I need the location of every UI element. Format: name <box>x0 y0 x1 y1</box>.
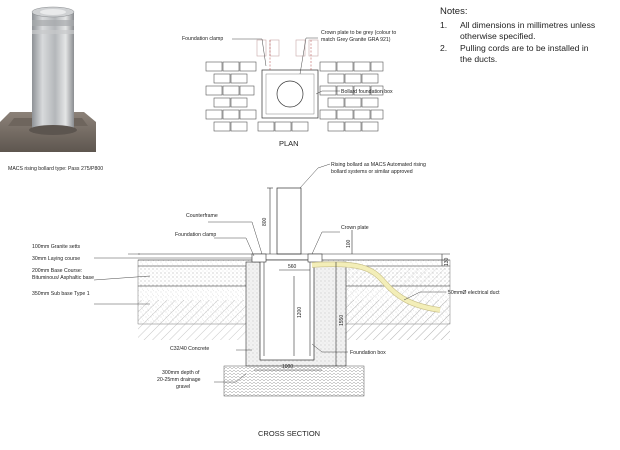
dim-sett-depth: 130 <box>444 257 450 266</box>
granite-setts <box>138 253 450 261</box>
plan-foundation-clamp-label: Foundation clamp <box>182 36 223 42</box>
layer-2-label: 30mm Laying course <box>32 256 80 262</box>
note-2-line2: the ducts. <box>460 54 497 64</box>
bollard-photo <box>0 6 96 152</box>
drainage-line1: 300mm depth of <box>162 370 200 376</box>
section-bollard-post <box>276 187 302 255</box>
dim-bollard-height: 800 <box>262 217 268 226</box>
section-electrical-duct <box>311 262 441 313</box>
bollard-note-line1: Rising bollard as MACS Automated rising <box>331 162 426 168</box>
note-1-line1: All dimensions in millimetres unless <box>460 20 595 30</box>
note-2-number: 2. <box>440 43 447 53</box>
note-1-number: 1. <box>440 20 447 30</box>
notes-block: Notes: 1. All dimensions in millimetres … <box>440 6 595 64</box>
drainage-line3: gravel <box>176 384 190 390</box>
note-2-line1: Pulling cords are to be installed in <box>460 43 589 53</box>
note-1-line2: otherwise specified. <box>460 31 535 41</box>
plan-brick-paving <box>205 39 384 132</box>
cross-section: 800 560 1200 15 <box>93 187 451 397</box>
concrete-label: C32/40 Concrete <box>170 346 209 352</box>
cross-section-title: CROSS SECTION <box>258 429 320 438</box>
electrical-duct-label: 50mmØ electrical duct <box>448 290 500 296</box>
plan-view <box>205 37 384 132</box>
dim-excavation-width: 1000 <box>282 364 293 370</box>
dim-crown-offset: 100 <box>346 239 352 248</box>
dim-excavation-depth: 1550 <box>339 315 345 326</box>
notes-title: Notes: <box>440 6 467 17</box>
counterframe-label: Counterframe <box>186 213 218 219</box>
plan-foundation-box-label: Bollard foundation box <box>341 89 393 95</box>
section-crown-plate-label: Crown plate <box>341 225 369 231</box>
bollard-note-line2: bollard systems or similar approved <box>331 169 413 175</box>
section-drainage-gravel <box>223 365 365 397</box>
photo-caption: MACS rising bollard type: Pass 275/P800 <box>8 166 103 172</box>
section-foundation-box <box>259 259 315 361</box>
dim-box-width: 560 <box>288 264 297 270</box>
plan-title: PLAN <box>279 139 299 148</box>
drainage-line2: 20-25mm drainage <box>157 377 201 383</box>
plan-bollard-circle <box>276 80 304 108</box>
plan-crown-plate-line1: Crown plate to be grey (colour to <box>321 30 396 36</box>
section-foundation-clamp-label: Foundation clamp <box>175 232 216 238</box>
layer-4-label: 350mm Sub base Type 1 <box>32 291 90 297</box>
plan-crown-plate-line2: match Grey Granite GRA 921) <box>321 37 391 43</box>
layer-1-label: 100mm Granite setts <box>32 244 81 250</box>
section-foundation-box-label: Foundation box <box>350 350 386 356</box>
layer-3-line1: 200mm Base Course: <box>32 268 82 274</box>
dim-box-depth: 1200 <box>297 307 303 318</box>
layer-3-line2: Bituminous/ Asphaltic base <box>32 275 94 281</box>
